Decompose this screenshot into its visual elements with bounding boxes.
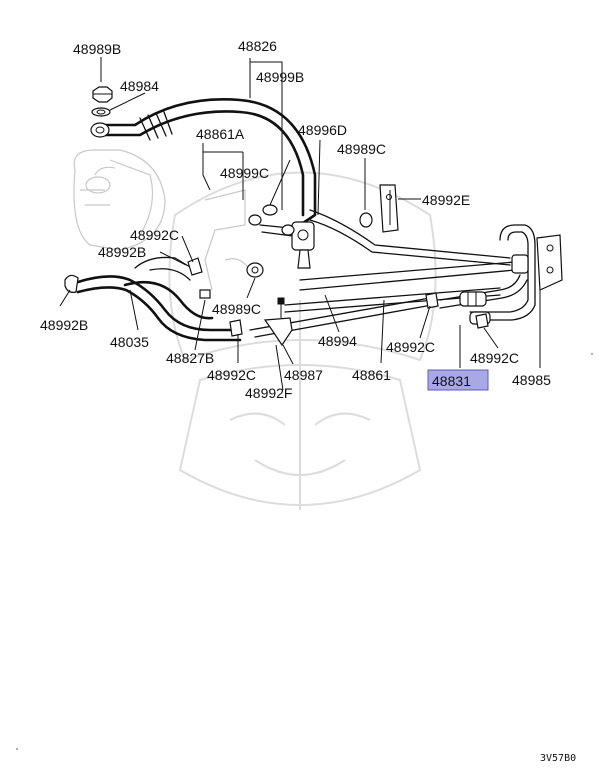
- hose-48827B-section: [199, 289, 211, 299]
- pipes-right-bend: [439, 224, 536, 321]
- label-48827B[interactable]: 48827B: [166, 350, 214, 366]
- label-48985[interactable]: 48985: [512, 372, 551, 388]
- label-48992C-right[interactable]: 48992C: [470, 350, 519, 366]
- hose-48035: [76, 256, 242, 342]
- fitting-48861A: [248, 204, 295, 236]
- label-48992C-left[interactable]: 48992C: [130, 227, 179, 243]
- valve-48996D: [291, 221, 315, 269]
- washer-48984: [91, 107, 111, 117]
- label-48826[interactable]: 48826: [238, 38, 277, 54]
- engine-outline: [204, 189, 251, 291]
- label-48999B[interactable]: 48999B: [256, 69, 304, 85]
- bracket-48985: [511, 234, 563, 291]
- nut-48989C-top: [359, 212, 373, 228]
- label-48861A[interactable]: 48861A: [196, 126, 245, 142]
- label-48989C-mid[interactable]: 48989C: [212, 301, 261, 317]
- highlight-box-48831: [427, 369, 489, 391]
- label-48987[interactable]: 48987: [284, 367, 323, 383]
- label-48989B-top[interactable]: 48989B: [73, 41, 121, 57]
- label-48989C-top[interactable]: 48989C: [337, 141, 386, 157]
- label-48035[interactable]: 48035: [110, 334, 149, 350]
- drawing-code: 3V57B0: [540, 753, 576, 764]
- label-48992B-left[interactable]: 48992B: [40, 317, 88, 333]
- clamps-48992C: [187, 257, 489, 337]
- label-48831[interactable]: 48831: [432, 373, 471, 389]
- bolt-48987: [277, 297, 285, 318]
- speck: [591, 353, 593, 355]
- label-48992E[interactable]: 48992E: [422, 192, 470, 208]
- nut-48989C-mid: [246, 262, 264, 278]
- compressor-unit: [73, 149, 166, 251]
- leader-lines: [59, 57, 541, 391]
- label-48992C-mid[interactable]: 48992C: [386, 339, 435, 355]
- clamp-48992B-left: [64, 274, 79, 293]
- label-48996D[interactable]: 48996D: [298, 122, 347, 138]
- label-48992C-bottom[interactable]: 48992C: [207, 367, 256, 383]
- label-48992B-mid[interactable]: 48992B: [98, 244, 146, 260]
- clamp-48994: [263, 317, 293, 347]
- label-48994[interactable]: 48994: [318, 333, 357, 349]
- speck: [16, 748, 18, 750]
- label-48984[interactable]: 48984: [120, 78, 159, 94]
- part-labels: 48989B 48984 48826 48999B 48861A 48996D …: [40, 38, 551, 401]
- hose-48826: [103, 98, 317, 227]
- label-48992F[interactable]: 48992F: [245, 385, 292, 401]
- label-48999C[interactable]: 48999C: [220, 165, 269, 181]
- label-48861[interactable]: 48861: [352, 367, 391, 383]
- hose-end-fitting: [90, 122, 110, 138]
- nut-48989B: [92, 86, 113, 103]
- bracket-48992E: [379, 184, 399, 233]
